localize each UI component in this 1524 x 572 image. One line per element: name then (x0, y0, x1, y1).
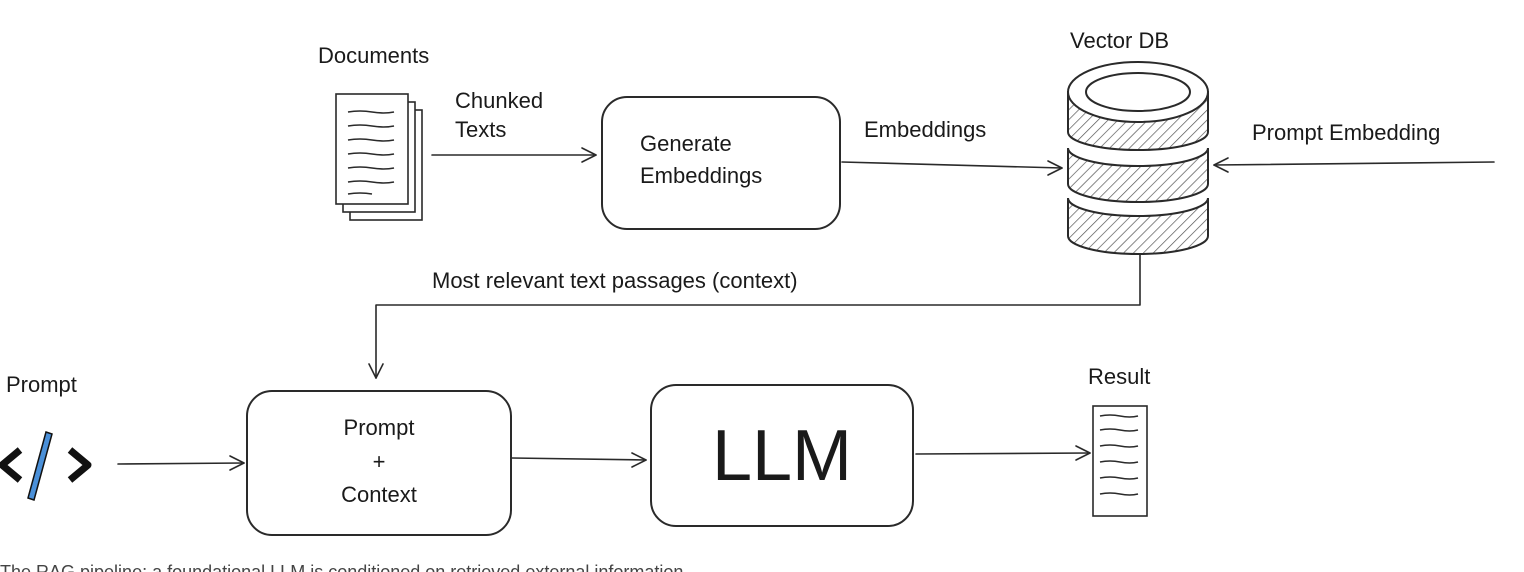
documents-label: Documents (318, 43, 430, 68)
document-stack-icon (335, 93, 423, 221)
generate-embeddings-label-line2: Embeddings (640, 163, 763, 188)
arrow-chunked-texts (431, 147, 597, 163)
arrow-to-result (915, 445, 1091, 461)
arrow-context (368, 254, 1141, 379)
arrow-to-llm (511, 452, 647, 468)
generate-embeddings-label-line1: Generate (640, 131, 732, 156)
prompt-label: Prompt (6, 372, 77, 397)
arrow-prompt-embedding (1213, 157, 1495, 173)
prompt-context-label-line3: Context (341, 482, 417, 507)
database-cylinder-icon (1067, 61, 1209, 255)
chunked-texts-label-line2: Texts (455, 117, 507, 142)
embeddings-label: Embeddings (864, 117, 987, 142)
llm-box (650, 384, 914, 527)
result-document-icon (1092, 405, 1148, 517)
code-brackets-icon (0, 431, 92, 501)
figure-caption: The RAG pipeline: a foundational LLM is … (0, 562, 684, 572)
generate-embeddings-box (601, 96, 841, 230)
prompt-context-label-line2: + (372, 449, 386, 474)
llm-label: LLM (711, 416, 853, 496)
result-label: Result (1088, 364, 1151, 389)
arrow-embeddings (841, 160, 1063, 176)
arrow-prompt (117, 455, 245, 471)
vector-db-label: Vector DB (1070, 28, 1170, 53)
prompt-context-label-line1: Prompt (343, 415, 415, 440)
context-edge-label: Most relevant text passages (context) (432, 268, 798, 293)
prompt-context-box (246, 390, 512, 536)
prompt-embedding-label: Prompt Embedding (1252, 120, 1441, 145)
chunked-texts-label-line1: Chunked (455, 88, 544, 113)
